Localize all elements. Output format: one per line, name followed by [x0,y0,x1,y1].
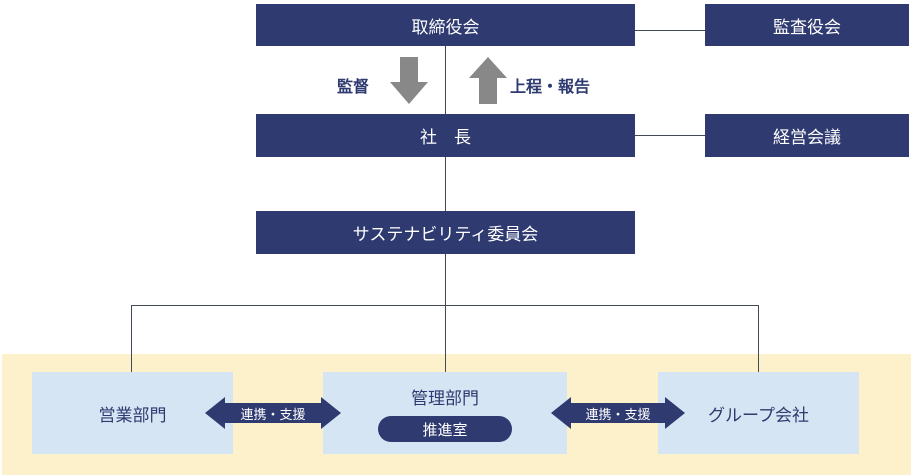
double-arrow-right-icon [551,397,685,429]
audit-label: 監査役会 [773,17,841,38]
connector-board-president [445,46,446,114]
board-label: 取締役会 [411,17,480,38]
group-label: グループ会社 [708,405,809,426]
double-arrow-left-icon [205,397,341,429]
admin-label: 管理部門 [411,389,479,409]
up-arrow-icon [469,57,507,104]
group-box: グループ会社 [658,372,859,454]
promotion-office-label: 推進室 [422,420,468,439]
connector-president-meeting [635,135,705,136]
board-box: 取締役会 [256,4,635,46]
down-arrow-icon [390,57,428,104]
audit-box: 監査役会 [705,4,909,46]
connector-committee-down [445,254,446,372]
committee-label: サステナビリティ委員会 [352,225,539,245]
committee-box: サステナビリティ委員会 [256,211,635,254]
link-right-label: 連携・支援 [585,407,651,423]
connector-to-group [758,305,759,372]
connector-horizontal [131,305,759,306]
management-meeting-label: 経営会議 [773,128,841,148]
supervision-label: 監督 [337,77,370,96]
connector-board-audit [635,30,705,31]
report-label: 上程・報告 [510,77,591,96]
president-box: 社 長 [256,114,635,157]
sales-label: 営業部門 [98,405,167,426]
connector-president-committee [445,157,446,211]
promotion-office-pill: 推進室 [378,416,512,442]
connector-to-sales [131,305,132,372]
link-left-label: 連携・支援 [240,407,306,423]
management-meeting-box: 経営会議 [705,114,909,157]
president-label: 社 長 [420,128,471,148]
sales-box: 営業部門 [32,372,233,454]
